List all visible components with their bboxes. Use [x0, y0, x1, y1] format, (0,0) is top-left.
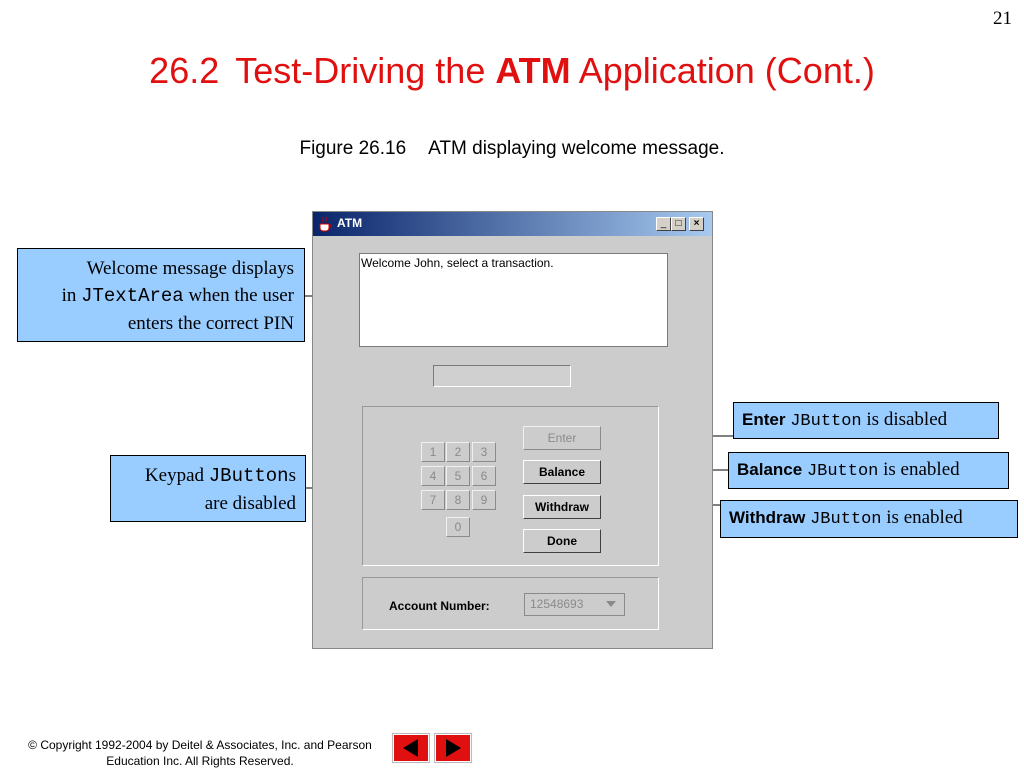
balance-button[interactable]: Balance	[523, 460, 601, 484]
window-title: ATM	[337, 216, 363, 230]
message-textarea[interactable]: Welcome John, select a transaction.	[359, 253, 668, 347]
figure-text: ATM displaying welcome message.	[428, 138, 725, 159]
figure-caption: Figure 26.16 ATM displaying welcome messa…	[0, 138, 1024, 160]
enter-callout-bold: Enter	[742, 410, 786, 429]
keypad-jbutton-code: JButton	[208, 465, 289, 487]
account-panel	[362, 577, 659, 630]
withdraw-callout-bold: Withdraw	[729, 508, 806, 527]
enter-callout-rest: is disabled	[861, 409, 948, 430]
keypad-callout-post: s	[288, 465, 296, 486]
enter-button[interactable]: Enter	[523, 426, 601, 450]
balance-callout-code: JButton	[806, 462, 879, 481]
key-4[interactable]: 4	[421, 466, 445, 486]
key-0[interactable]: 0	[446, 517, 470, 537]
copyright-footer: © Copyright 1992-2004 by Deitel & Associ…	[14, 737, 386, 769]
copyright-line2: Education Inc. All Rights Reserved.	[106, 754, 294, 768]
key-9[interactable]: 9	[472, 490, 496, 510]
key-7[interactable]: 7	[421, 490, 445, 510]
minimize-button[interactable]: _	[656, 217, 671, 231]
withdraw-button[interactable]: Withdraw	[523, 495, 601, 519]
welcome-callout-post: when the user	[183, 285, 294, 306]
welcome-callout-line3: enters the correct PIN	[127, 313, 294, 334]
previous-slide-button[interactable]	[393, 734, 429, 762]
title-text-1: Test-Driving the	[235, 50, 486, 91]
key-2[interactable]: 2	[446, 442, 470, 462]
enter-callout-code: JButton	[790, 412, 862, 431]
close-button[interactable]: ×	[689, 217, 704, 231]
figure-number: Figure 26.16	[299, 138, 407, 159]
balance-callout: Balance JButton is enabled	[728, 452, 1009, 489]
next-slide-button[interactable]	[435, 734, 471, 762]
title-bold: ATM	[495, 50, 571, 91]
copyright-line1: © Copyright 1992-2004 by Deitel & Associ…	[28, 738, 372, 752]
title-text-2: Application (Cont.)	[578, 50, 875, 91]
account-number-select[interactable]: 12548693	[524, 593, 625, 616]
keypad-callout: Keypad JButtons are disabled	[110, 455, 306, 522]
right-arrow-icon	[446, 739, 461, 757]
welcome-callout-pre: in	[61, 285, 82, 306]
account-number-value: 12548693	[530, 597, 584, 611]
balance-callout-rest: is enabled	[878, 459, 960, 480]
withdraw-callout: Withdraw JButton is enabled	[720, 500, 1018, 538]
dropdown-arrow-icon	[606, 601, 616, 607]
left-arrow-icon	[403, 739, 418, 757]
balance-callout-bold: Balance	[737, 460, 803, 479]
keypad-panel	[362, 406, 659, 566]
section-number: 26.2	[149, 50, 220, 91]
window-titlebar[interactable]: ATM _ □ ×	[313, 212, 712, 236]
jtextarea-code: JTextArea	[81, 285, 184, 307]
done-button[interactable]: Done	[523, 529, 601, 553]
account-number-label: Account Number:	[389, 599, 490, 613]
key-1[interactable]: 1	[421, 442, 445, 462]
key-8[interactable]: 8	[446, 490, 470, 510]
maximize-button[interactable]: □	[671, 217, 686, 231]
key-5[interactable]: 5	[446, 466, 470, 486]
page-number: 21	[993, 8, 1012, 29]
withdraw-callout-code: JButton	[810, 510, 882, 529]
key-6[interactable]: 6	[472, 466, 496, 486]
keypad-callout-pre: Keypad	[144, 465, 209, 486]
keypad-callout-line2: are disabled	[204, 493, 296, 514]
welcome-callout: Welcome message displays in JTextArea wh…	[17, 248, 305, 342]
enter-callout: Enter JButton is disabled	[733, 402, 999, 439]
atm-window: ATM _ □ × Welcome John, select a transac…	[312, 211, 713, 649]
pin-field[interactable]	[433, 365, 571, 387]
key-3[interactable]: 3	[472, 442, 496, 462]
java-cup-icon	[319, 216, 332, 232]
slide-title: 26.2 Test-Driving the ATM Application (Co…	[0, 50, 1024, 92]
welcome-callout-line1: Welcome message displays	[86, 258, 294, 279]
withdraw-callout-rest: is enabled	[881, 507, 963, 528]
